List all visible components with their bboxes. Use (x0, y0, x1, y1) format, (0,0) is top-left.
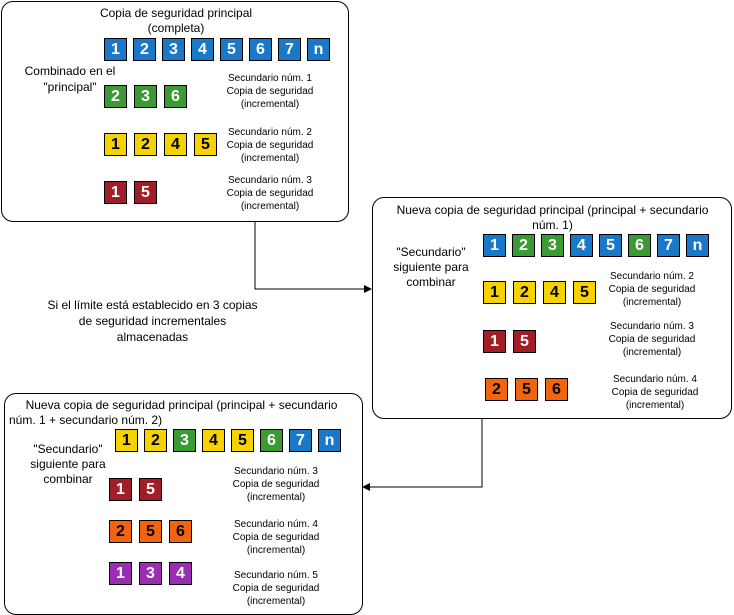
main-block-6: 6 (628, 234, 651, 257)
main-block-2: 2 (144, 429, 167, 452)
secondary-label-line3: (incremental) (622, 297, 682, 308)
secondary-label: Secundario núm. 3 Copia de seguridad (incr… (210, 174, 330, 213)
secondary-block-1: 1 (483, 330, 506, 353)
main-block-1: 1 (483, 234, 506, 257)
secondary-label-line3: (incremental) (246, 545, 306, 556)
panel-1-merge-note: Combinado en el "principal" (20, 63, 120, 95)
secondary-block-1: 1 (483, 281, 506, 304)
main-block-2: 2 (133, 38, 156, 61)
secondary-block-6: 6 (545, 378, 568, 401)
main-block-5: 5 (220, 38, 243, 61)
secondary-label-line2: Copia de seguridad (226, 140, 314, 151)
main-block-7: 7 (289, 429, 312, 452)
secondary-label-line3: (incremental) (240, 201, 300, 212)
secondary-label-line2: Copia de seguridad (611, 387, 699, 398)
limit-note: Si el límite está establecido en 3 copia… (47, 298, 258, 344)
secondary-block-1: 1 (104, 181, 127, 204)
panel-main-backup (1, 1, 349, 222)
main-block-6: 6 (260, 429, 283, 452)
secondary-label: Secundario núm. 3 Copia de seguridad (incr… (592, 320, 712, 359)
secondary-label: Secundario núm. 3 Copia de seguridad (incr… (216, 465, 336, 504)
secondary-label-name: Secundario núm. 1 (228, 73, 312, 84)
secondary-block-5: 5 (134, 181, 157, 204)
secondary-block-4: 4 (164, 133, 187, 156)
secondary-label-name: Secundario núm. 3 (228, 175, 312, 186)
secondary-block-4: 4 (169, 562, 192, 585)
secondary-block-3: 3 (134, 85, 157, 108)
main-block-5: 5 (599, 234, 622, 257)
secondary-label-line2: Copia de seguridad (226, 188, 314, 199)
secondary-label-line3: (incremental) (246, 492, 306, 503)
main-block-n: n (686, 234, 709, 257)
secondary-label-name: Secundario núm. 3 (610, 321, 694, 332)
secondary-label-name: Secundario núm. 4 (234, 519, 318, 530)
main-block-n: n (318, 429, 341, 452)
secondary-block-1: 1 (109, 478, 132, 501)
secondary-label-name: Secundario núm. 3 (234, 466, 318, 477)
secondary-label-line2: Copia de seguridad (232, 583, 320, 594)
secondary-label: Secundario núm. 2 Copia de seguridad (incr… (210, 126, 330, 165)
secondary-label: Secundario núm. 5 Copia de seguridad (incr… (216, 569, 336, 608)
secondary-label-line3: (incremental) (625, 400, 685, 411)
main-block-7: 7 (278, 38, 301, 61)
secondary-label-line3: (incremental) (240, 153, 300, 164)
secondary-block-5: 5 (194, 133, 217, 156)
secondary-block-5: 5 (573, 281, 596, 304)
secondary-label-name: Secundario núm. 2 (228, 127, 312, 138)
secondary-label-line3: (incremental) (240, 99, 300, 110)
flow-arrow-2 (362, 418, 483, 491)
secondary-label-name: Secundario núm. 4 (613, 374, 697, 385)
secondary-label-name: Secundario núm. 2 (610, 271, 694, 282)
panel-2-merge-note: "Secundario" siguiente para combinar (385, 245, 477, 290)
main-block-1: 1 (115, 429, 138, 452)
secondary-block-5: 5 (139, 478, 162, 501)
secondary-label-line3: (incremental) (622, 347, 682, 358)
secondary-block-2: 2 (104, 85, 127, 108)
main-block-5: 5 (231, 429, 254, 452)
secondary-block-3: 3 (139, 562, 162, 585)
secondary-block-1: 1 (104, 133, 127, 156)
secondary-block-2: 2 (513, 281, 536, 304)
secondary-label-line2: Copia de seguridad (232, 532, 320, 543)
secondary-label: Secundario núm. 2 Copia de seguridad (incr… (592, 270, 712, 309)
secondary-block-4: 4 (543, 281, 566, 304)
secondary-block-6: 6 (164, 85, 187, 108)
main-block-6: 6 (249, 38, 272, 61)
secondary-block-5: 5 (139, 520, 162, 543)
secondary-label: Secundario núm. 1 Copia de seguridad (incr… (210, 72, 330, 111)
secondary-block-5: 5 (513, 330, 536, 353)
main-block-4: 4 (202, 429, 225, 452)
secondary-label-name: Secundario núm. 5 (234, 570, 318, 581)
panel-3-title: Nueva copia de seguridad principal (prin… (9, 398, 338, 427)
secondary-block-2: 2 (134, 133, 157, 156)
secondary-block-5: 5 (515, 378, 538, 401)
secondary-label: Secundario núm. 4 Copia de seguridad (incr… (216, 518, 336, 557)
main-block-2: 2 (512, 234, 535, 257)
main-block-4: 4 (570, 234, 593, 257)
secondary-label-line2: Copia de seguridad (608, 284, 696, 295)
secondary-label-line2: Copia de seguridad (608, 334, 696, 345)
panel-2-title: Nueva copia de seguridad principal (prin… (396, 203, 709, 232)
secondary-block-2: 2 (109, 520, 132, 543)
secondary-label-line2: Copia de seguridad (232, 479, 320, 490)
secondary-block-6: 6 (169, 520, 192, 543)
flow-arrow-1 (254, 222, 372, 293)
secondary-label: Secundario núm. 4 Copia de seguridad (incr… (595, 373, 715, 412)
main-block-1: 1 (104, 38, 127, 61)
main-block-7: 7 (657, 234, 680, 257)
secondary-label-line2: Copia de seguridad (226, 86, 314, 97)
main-block-3: 3 (173, 429, 196, 452)
panel-3-merge-note: "Secundario" siguiente para combinar (22, 442, 114, 487)
secondary-block-1: 1 (109, 562, 132, 585)
secondary-block-2: 2 (485, 378, 508, 401)
main-block-n: n (307, 38, 330, 61)
panel-1-title: Copia de seguridad principal (completa) (99, 6, 253, 35)
secondary-label-line3: (incremental) (246, 596, 306, 607)
main-block-3: 3 (162, 38, 185, 61)
main-block-3: 3 (541, 234, 564, 257)
main-block-4: 4 (191, 38, 214, 61)
